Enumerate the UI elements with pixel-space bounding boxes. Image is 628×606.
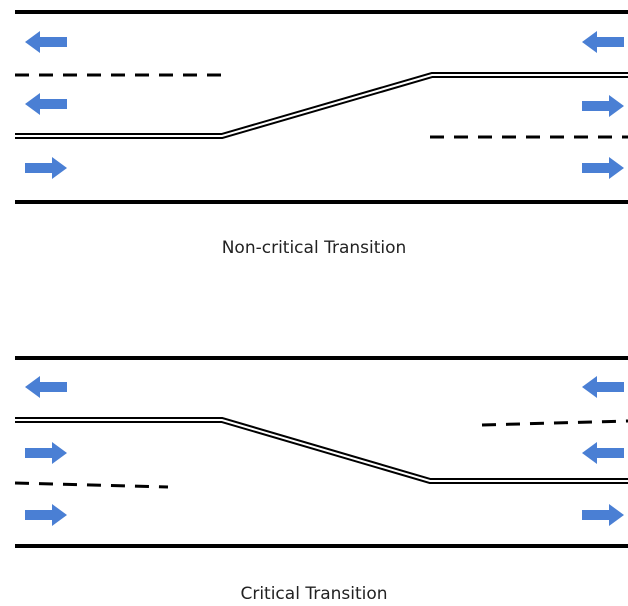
arrow-right-icon xyxy=(582,95,624,117)
double-centerline-gap xyxy=(15,419,628,482)
arrow-right-icon xyxy=(582,157,624,179)
arrow-right-icon xyxy=(582,504,624,526)
caption-critical-transition: Critical Transition xyxy=(240,584,388,604)
caption-non-critical-transition: Non-critical Transition xyxy=(221,238,407,258)
non-critical-transition-diagram xyxy=(15,10,628,204)
arrow-left-icon xyxy=(25,93,67,115)
double-centerline-gap xyxy=(15,74,628,137)
arrow-left-icon xyxy=(25,31,67,53)
arrow-left-icon xyxy=(582,442,624,464)
double-centerline xyxy=(15,417,628,484)
lane-dash-left xyxy=(14,481,169,489)
arrow-left-icon xyxy=(582,31,624,53)
arrow-left-icon xyxy=(25,376,67,398)
arrow-right-icon xyxy=(25,504,67,526)
lane-dash-right xyxy=(481,419,628,427)
arrow-right-icon xyxy=(25,442,67,464)
arrow-right-icon xyxy=(25,157,67,179)
critical-transition-diagram xyxy=(14,356,628,548)
arrow-left-icon xyxy=(582,376,624,398)
double-centerline xyxy=(15,72,628,139)
